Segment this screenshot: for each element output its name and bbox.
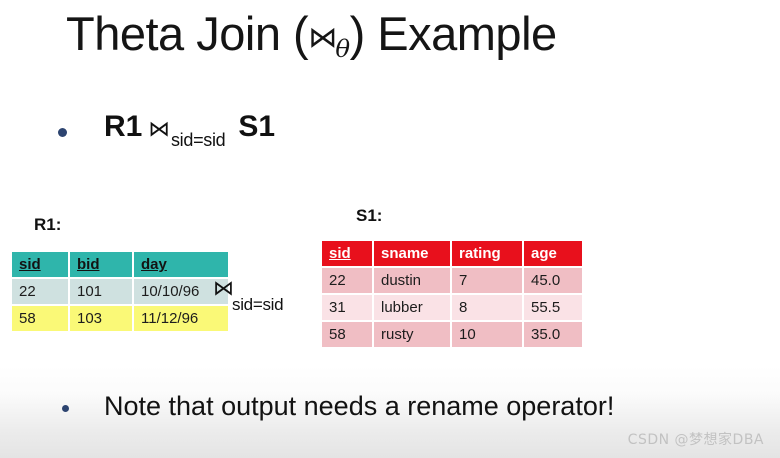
page-title: Theta Join (⋈θ) Example [66,6,557,63]
column-header-rating: rating [452,241,522,266]
s1-table-caption: S1: [356,206,383,225]
cell-bid: 101 [70,279,132,304]
table-row: 31 lubber 8 55.5 [322,295,582,320]
join-bowtie-icon: ⋈ [213,276,234,300]
bullet-item-note: Note that output needs a rename operator… [62,392,614,420]
cell-sid: 58 [322,322,372,347]
title-suffix: ) Example [349,7,558,60]
cell-rating: 8 [452,295,522,320]
cell-sname: dustin [374,268,450,293]
cell-sname: lubber [374,295,450,320]
expression-left-relation: R1 [104,110,143,143]
cell-sid: 31 [322,295,372,320]
bullet-dot-icon [62,405,69,412]
s1-table: sid sname rating age 22 dustin 7 45.0 31… [320,239,584,349]
cell-bid: 103 [70,306,132,331]
table-header-row: sid bid day [12,252,228,277]
cell-age: 45.0 [524,268,582,293]
note-text: Note that output needs a rename operator… [104,391,615,421]
join-condition: sid=sid [232,295,284,314]
expression-right-relation: S1 [238,110,276,143]
title-prefix: Theta Join ( [66,7,309,60]
join-condition: sid=sid [170,129,226,150]
table-row: 22 dustin 7 45.0 [322,268,582,293]
join-operator-annotation: ⋈ sid=sid [213,276,284,314]
theta-subscript: θ [335,34,350,64]
join-bowtie-icon: ⋈ [148,117,170,142]
cell-rating: 10 [452,322,522,347]
cell-age: 55.5 [524,295,582,320]
table-row: 58 103 11/12/96 [12,306,228,331]
column-header-age: age [524,241,582,266]
table-header-row: sid sname rating age [322,241,582,266]
bullet-item-expression: R1⋈sid=sid S1 [58,112,275,149]
column-header-sid: sid [12,252,68,277]
join-expression: R1⋈sid=sid S1 [104,112,275,149]
table-row: 22 101 10/10/96 [12,279,228,304]
cell-age: 35.0 [524,322,582,347]
cell-sid: 22 [12,279,68,304]
cell-sid: 58 [12,306,68,331]
cell-sname: rusty [374,322,450,347]
cell-day: 10/10/96 [134,279,228,304]
table-row: 58 rusty 10 35.0 [322,322,582,347]
cell-rating: 7 [452,268,522,293]
column-header-sname: sname [374,241,450,266]
r1-table-caption: R1: [34,215,62,234]
cell-day: 11/12/96 [134,306,228,331]
cell-sid: 22 [322,268,372,293]
watermark: CSDN @梦想家DBA [627,432,764,448]
column-header-sid: sid [322,241,372,266]
join-bowtie-icon: ⋈ [308,20,337,55]
bullet-dot-icon [58,128,67,137]
column-header-bid: bid [70,252,132,277]
column-header-day: day [134,252,228,277]
r1-table: sid bid day 22 101 10/10/96 58 103 11/12… [10,250,230,333]
